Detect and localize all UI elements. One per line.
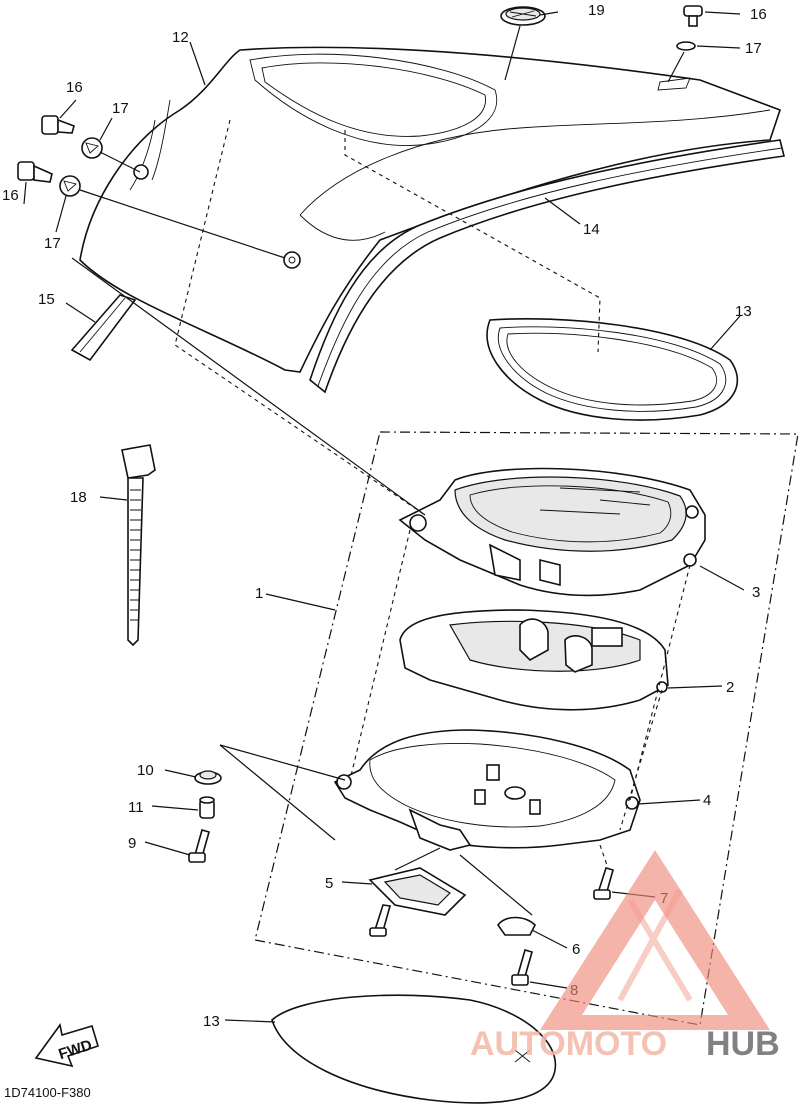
meter-cover-part-12 bbox=[79, 46, 782, 373]
washer-part-17-top-right bbox=[676, 41, 696, 51]
callout-11: 11 bbox=[128, 799, 144, 816]
callout-17-top-right: 17 bbox=[745, 40, 762, 57]
callout-15-left: 15 bbox=[38, 291, 55, 308]
screw-under-bracket bbox=[369, 904, 392, 937]
callout-2: 2 bbox=[726, 679, 734, 696]
washer-part-17-left-upper bbox=[81, 137, 103, 159]
callout-18: 18 bbox=[70, 489, 87, 506]
meter-unit-part-2 bbox=[399, 609, 669, 711]
callout-10: 10 bbox=[137, 762, 154, 779]
meter-upper-case-part-3 bbox=[398, 467, 706, 597]
callout-17-left-upper: 17 bbox=[112, 100, 129, 117]
construction-lines bbox=[174, 119, 691, 869]
diagram-code: 1D74100-F380 bbox=[4, 1085, 91, 1100]
cable-tie-part-18 bbox=[121, 444, 156, 647]
grommet-part-19 bbox=[500, 6, 546, 26]
callout-6: 6 bbox=[572, 941, 580, 958]
clip-part-6 bbox=[497, 916, 536, 936]
callout-16-left-lower: 16 bbox=[2, 187, 19, 204]
screw-part-9 bbox=[188, 829, 210, 863]
callout-12: 12 bbox=[172, 29, 189, 46]
callout-16-left-upper: 16 bbox=[66, 79, 83, 96]
screw-part-16-top-right bbox=[683, 5, 703, 27]
seal-strip-part-15-left bbox=[70, 294, 137, 362]
screw-part-16-left-upper bbox=[41, 115, 75, 135]
watermark-brand-automoto: AUTOMOTO bbox=[470, 1025, 667, 1063]
screw-part-7 bbox=[593, 867, 614, 900]
forward-direction-arrow: FWD bbox=[34, 1023, 99, 1068]
callout-16-top-right: 16 bbox=[750, 6, 767, 23]
watermark-brand-hub: HUB bbox=[706, 1025, 780, 1063]
gasket-ring-part-14 bbox=[486, 318, 739, 421]
meter-assembly-boundary-part-1 bbox=[254, 431, 799, 1026]
meter-lower-case-part-4 bbox=[333, 729, 641, 851]
callout-19: 19 bbox=[588, 2, 605, 19]
callout-5: 5 bbox=[325, 875, 333, 892]
callout-15-right: 14 bbox=[583, 221, 600, 238]
screw-part-8 bbox=[511, 949, 533, 986]
callout-3: 3 bbox=[752, 584, 760, 601]
callout-4: 4 bbox=[703, 792, 711, 809]
bracket-plate-part-5 bbox=[368, 867, 467, 916]
grommet-part-10 bbox=[194, 770, 222, 785]
watermark: AUTOMOTO HUB bbox=[470, 850, 780, 1063]
cover-pad-part-13 bbox=[271, 994, 557, 1104]
callout-17-left-lower: 17 bbox=[44, 235, 61, 252]
callout-9: 9 bbox=[128, 835, 136, 852]
collar-part-11 bbox=[199, 796, 215, 819]
leader-lines bbox=[23, 11, 745, 1023]
watermark-triangle-logo bbox=[540, 850, 770, 1030]
callout-1: 1 bbox=[255, 585, 263, 602]
seal-strip-part-15-right bbox=[309, 139, 785, 394]
callout-14: 13 bbox=[735, 303, 752, 320]
screw-part-16-left-lower bbox=[17, 161, 53, 183]
callout-13: 13 bbox=[203, 1013, 220, 1030]
washer-part-17-left-lower bbox=[59, 175, 81, 197]
